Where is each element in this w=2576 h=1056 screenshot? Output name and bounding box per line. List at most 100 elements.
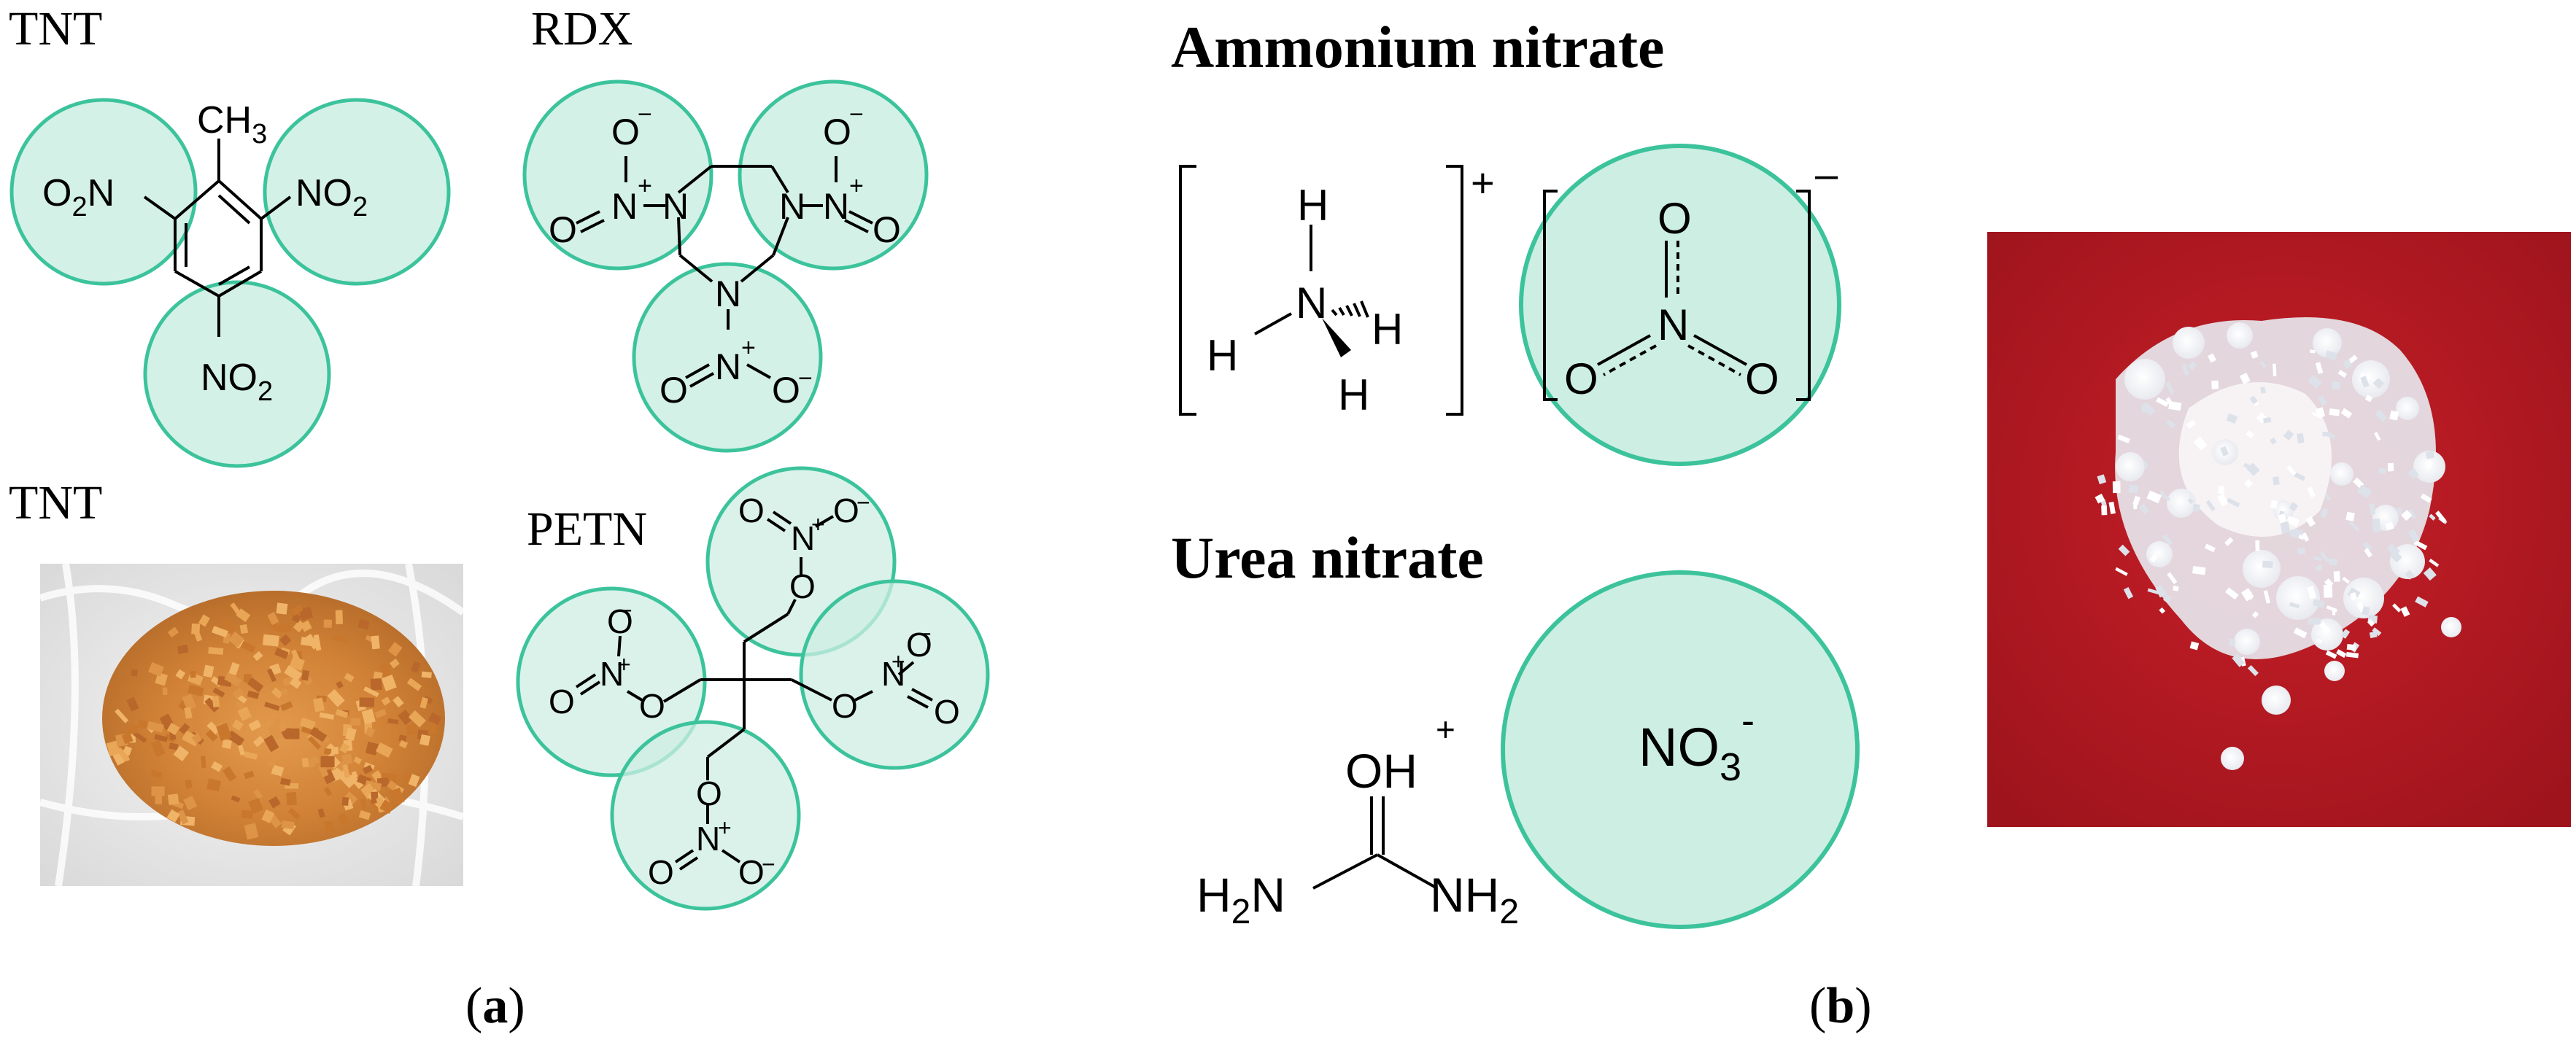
petn-nitro-right-highlight <box>799 579 990 770</box>
urea-granule <box>2313 328 2342 357</box>
urea-flake <box>2289 602 2300 609</box>
tnt-granule <box>301 637 317 647</box>
tnt-granule <box>231 795 241 803</box>
tnt-granule <box>381 696 391 706</box>
urea-flake <box>2187 497 2194 504</box>
tnt-photo <box>39 563 465 887</box>
tnt-granule <box>318 764 329 778</box>
urea-flake <box>2193 436 2208 451</box>
urea-flake <box>2407 508 2417 520</box>
urea-granule <box>2396 397 2419 420</box>
tnt-granule <box>345 727 357 741</box>
petn-nitro-left-highlight <box>516 586 707 777</box>
urea-flake <box>2369 631 2378 639</box>
urea-flake <box>2313 599 2325 608</box>
tnt-granule <box>248 719 262 731</box>
urea-flake <box>2309 349 2316 354</box>
urea-flake <box>2348 521 2360 532</box>
tnt-nitro-right-highlight <box>263 98 451 286</box>
tnt-granule <box>208 647 224 656</box>
petn-charge-left-plus: + <box>617 651 631 678</box>
tnt-granule <box>289 677 302 689</box>
tnt-granule <box>344 791 358 806</box>
tnt-granule <box>291 604 303 616</box>
urea-flake <box>2375 409 2388 422</box>
rdx-n-ring-right: N <box>779 186 805 227</box>
urea-granule <box>2390 544 2425 579</box>
tnt-granule <box>203 664 214 678</box>
tnt-granule <box>244 770 255 780</box>
petn-n-bottom: N <box>696 820 720 858</box>
urea-flake <box>2263 590 2271 604</box>
urea-flake <box>2307 586 2316 599</box>
tnt-granule <box>301 757 309 768</box>
urea-flake <box>2343 359 2353 369</box>
urea-flake <box>2420 493 2432 503</box>
urea-flake <box>2331 381 2340 390</box>
urea-flake <box>2273 476 2280 486</box>
urea-flake <box>2147 588 2159 595</box>
tnt-granule <box>252 788 263 800</box>
tnt-granule <box>263 734 279 753</box>
tnt-granule <box>319 712 335 720</box>
urea-flake <box>2165 381 2175 395</box>
urea-flake <box>2387 462 2394 472</box>
urea-flake <box>2229 638 2236 647</box>
tnt-granule <box>312 697 325 713</box>
tnt-granule <box>392 696 404 708</box>
tnt-granule <box>133 731 147 743</box>
tnt-granule <box>389 659 400 669</box>
tnt-granule <box>115 708 129 723</box>
tnt-granule <box>212 696 220 707</box>
urea-flake <box>2308 618 2321 625</box>
urea-flake <box>2372 377 2385 389</box>
tnt-granule <box>237 706 252 721</box>
tnt-granule <box>331 634 348 644</box>
tnt-granule <box>374 708 387 719</box>
tnt-granule <box>359 697 375 707</box>
tnt-granule <box>167 626 179 638</box>
petn-charge-right-minus: − <box>918 621 932 647</box>
tnt-granule <box>309 756 320 766</box>
tnt-granule <box>228 661 240 676</box>
tnt-granule <box>335 610 344 624</box>
urea-flake <box>2168 401 2182 411</box>
urea-flake <box>2146 490 2162 504</box>
tnt-granule <box>365 634 374 642</box>
urea-flake <box>2095 493 2105 504</box>
tnt-granule <box>398 739 409 749</box>
no3-o-right: O <box>1745 354 1779 403</box>
urea-flake <box>2369 503 2376 515</box>
urea-granule <box>2124 359 2165 400</box>
petn-o-left-ester: O <box>639 687 665 725</box>
petn-o-bottom-left: O <box>648 853 674 891</box>
urea-flake <box>2181 363 2190 376</box>
urea-granule <box>2234 629 2260 655</box>
urea-flake <box>2159 490 2165 497</box>
urea-flake <box>2293 627 2308 639</box>
rdx-n-nitro-left: N <box>611 186 638 227</box>
petn-charge-right-plus: + <box>891 648 905 675</box>
tnt-granule <box>162 687 168 696</box>
urea-granule <box>2330 462 2353 486</box>
urea-flake <box>2218 486 2225 494</box>
urea-flake <box>2241 588 2254 602</box>
urea-flake <box>2159 607 2166 614</box>
tnt-granule <box>341 796 349 806</box>
tnt-granule <box>216 723 232 742</box>
no3-n: N <box>1658 300 1689 349</box>
urea-flake <box>2118 544 2130 556</box>
petn-charge-top-plus: + <box>811 511 825 537</box>
urea-flake <box>2188 361 2197 370</box>
rdx-charge-left-minus: − <box>638 101 652 128</box>
urea-nitrate-anion-highlight <box>1501 570 1860 929</box>
rdx-charge-left-plus: + <box>638 172 652 200</box>
tnt-granule <box>167 793 179 805</box>
tnt-granule <box>309 726 328 742</box>
urea-flake <box>2415 596 2429 607</box>
urea-flake <box>2166 419 2176 429</box>
urea-flake <box>2333 571 2340 582</box>
tnt-granule <box>390 787 405 805</box>
urea-flake <box>2356 484 2372 499</box>
rdx-o-bottom-right: O <box>772 370 800 411</box>
